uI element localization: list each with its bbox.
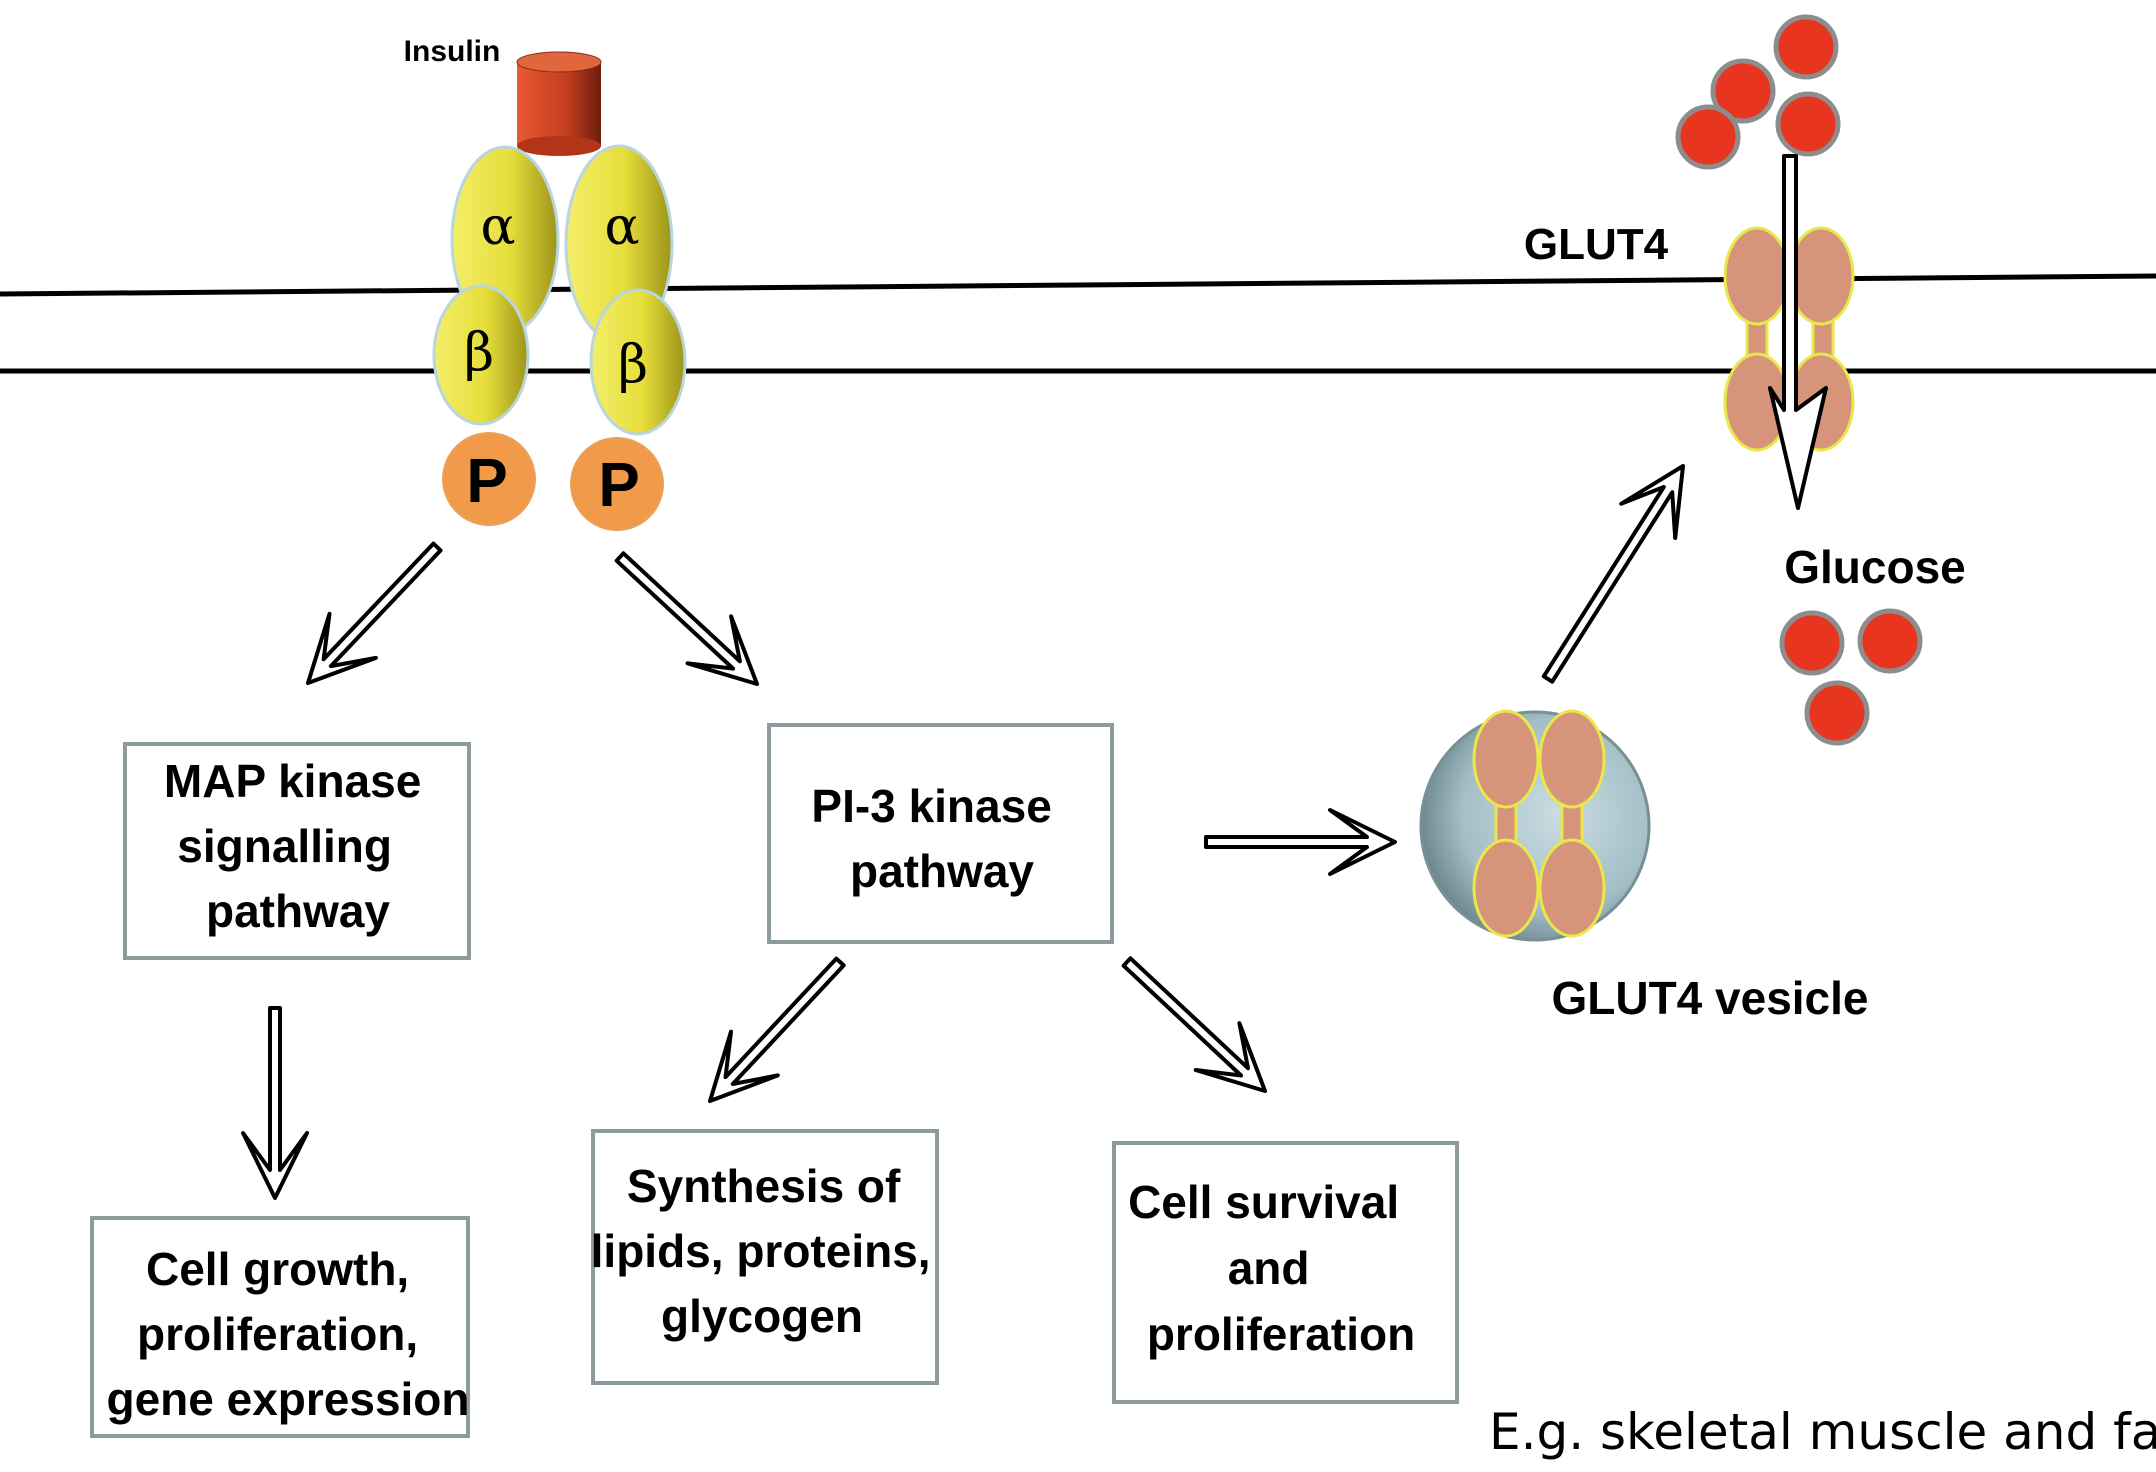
box-line: proliferation	[1147, 1308, 1415, 1360]
box-line: lipids, proteins,	[591, 1225, 931, 1277]
cell-survival-box-text: Cell survival and proliferation	[1128, 1176, 1415, 1360]
tissue-footnote: E.g. skeletal muscle and fat	[1489, 1403, 2156, 1461]
cell-survival-box: Cell survival and proliferation	[1112, 1141, 1459, 1404]
phospho-letter-right: P	[598, 451, 639, 520]
map-kinase-box: MAP kinase signalling pathway	[123, 742, 471, 960]
alpha-symbol-left: α	[480, 197, 515, 257]
box-line: gene expression	[106, 1373, 469, 1425]
box-line: PI-3 kinase	[811, 780, 1051, 832]
insulin-cylinder-top	[516, 51, 602, 73]
map-kinase-to-cell-growth-arrow	[241, 1006, 309, 1200]
glut4-vesicle	[1419, 709, 1651, 942]
glut4-label: GLUT4	[1524, 220, 1669, 269]
glucose-entry-arrow	[1768, 154, 1828, 510]
glut4-domain	[1472, 709, 1540, 809]
glucose-molecule	[1779, 610, 1845, 676]
box-line: Cell survival	[1128, 1176, 1399, 1228]
pi3-kinase-box-frame	[767, 723, 1114, 944]
glucose-molecule	[1773, 14, 1839, 80]
box-line: proliferation,	[137, 1308, 418, 1360]
insulin-cylinder-bottom	[517, 136, 601, 156]
box-line: pathway	[206, 885, 390, 937]
box-line: pathway	[850, 845, 1034, 897]
map-kinase-box-frame	[123, 742, 471, 960]
beta-subunit-right	[589, 288, 687, 436]
glucose-molecule	[1710, 58, 1776, 124]
insulin-label: Insulin	[404, 35, 501, 68]
cell-growth-box-frame	[90, 1216, 470, 1438]
glucose-molecule	[1775, 91, 1841, 157]
pi3-kinase-to-cell-survival-arrow	[1121, 956, 1267, 1093]
phospho-group-right	[570, 437, 664, 531]
glut4-domain	[1472, 838, 1540, 938]
box-line: MAP kinase	[164, 755, 421, 807]
glucose-inside-cluster	[1779, 608, 1923, 746]
insulin-molecule	[516, 51, 602, 156]
glucose-molecule	[1675, 104, 1741, 170]
pi3-kinase-to-vesicle-arrow	[1204, 808, 1397, 876]
pi3-kinase-to-synthesis-arrow	[708, 956, 846, 1103]
beta-symbol-right: β	[618, 335, 648, 395]
insulin-receptor: Insulin α α β β P P	[404, 35, 687, 531]
glucose-outside-cluster	[1675, 14, 1841, 170]
cell-growth-box: Cell growth, proliferation, gene express…	[90, 1216, 470, 1438]
box-line: Synthesis of	[627, 1160, 901, 1212]
box-line: Cell growth,	[146, 1243, 409, 1295]
glut4-transporter	[1723, 226, 1855, 452]
glut4-domain	[1787, 226, 1855, 326]
pi3-kinase-box-text: PI-3 kinase pathway	[811, 780, 1064, 897]
vesicle-to-membrane-arrow	[1541, 464, 1685, 684]
phospho-group-left	[442, 432, 536, 526]
synthesis-box-text: Synthesis of lipids, proteins, glycogen	[591, 1160, 944, 1342]
box-line: signalling	[177, 820, 392, 872]
glut4-domain	[1723, 226, 1791, 326]
receptor-to-map-kinase-arrow	[306, 541, 443, 685]
beta-subunit-left	[432, 284, 530, 426]
glut4-domain	[1538, 709, 1606, 809]
alpha-symbol-right: α	[604, 197, 639, 257]
glut4-domain	[1538, 838, 1606, 938]
cell-survival-box-frame	[1112, 1141, 1459, 1404]
box-line: glycogen	[661, 1290, 863, 1342]
box-line: and	[1228, 1242, 1310, 1294]
beta-symbol-left: β	[464, 323, 494, 383]
pi3-kinase-box: PI-3 kinase pathway	[767, 723, 1114, 944]
insulin-cylinder-body	[517, 62, 601, 146]
glut4-vesicle-label: GLUT4 vesicle	[1551, 972, 1868, 1024]
map-kinase-box-text: MAP kinase signalling pathway	[164, 755, 434, 937]
synthesis-box: Synthesis of lipids, proteins, glycogen	[591, 1129, 944, 1385]
cell-growth-box-text: Cell growth, proliferation, gene express…	[106, 1243, 469, 1425]
receptor-to-pi3-kinase-arrow	[614, 551, 759, 686]
glucose-molecule	[1804, 680, 1870, 746]
glucose-molecule	[1857, 608, 1923, 674]
phospho-letter-left: P	[466, 447, 507, 516]
glucose-label: Glucose	[1784, 541, 1966, 593]
synthesis-box-frame	[591, 1129, 939, 1385]
pathway-arrows	[241, 464, 1685, 1200]
